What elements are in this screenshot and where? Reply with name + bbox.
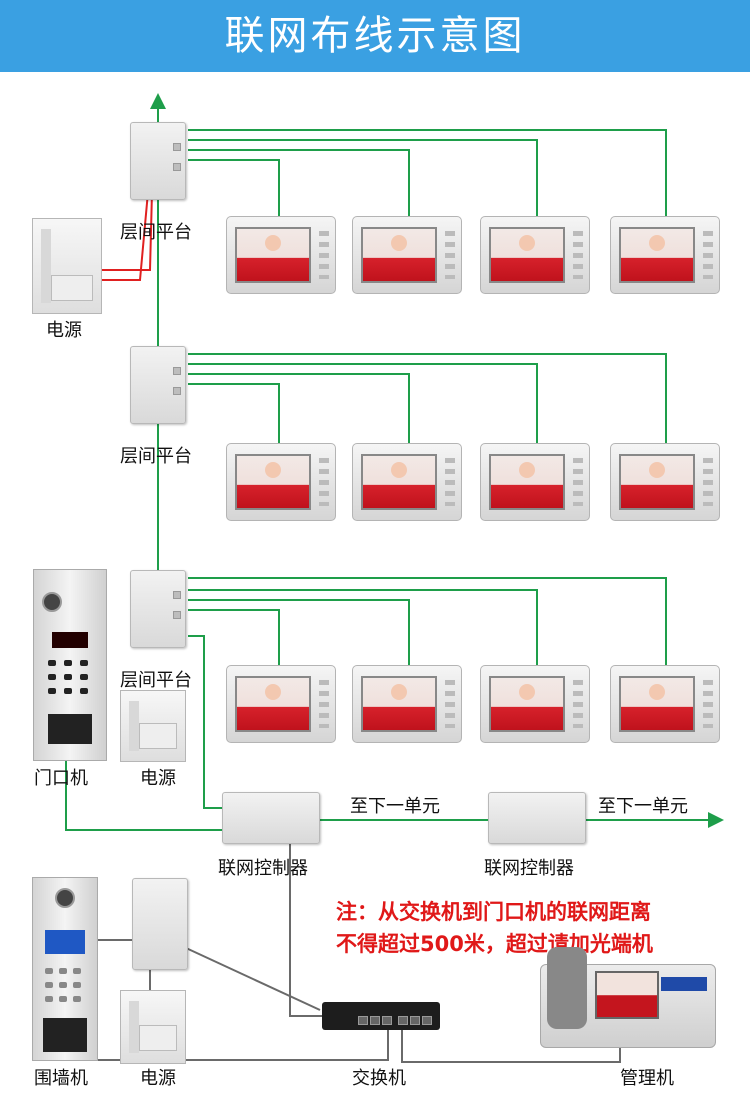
indoor-monitor [480,665,590,743]
wall-station [32,877,98,1061]
network-controller-label-1: 联网控制器 [218,858,308,879]
floor-platform-label-1: 层间平台 [120,222,192,243]
network-controller-1 [222,792,320,844]
power-supply-1 [32,218,102,314]
indoor-monitor [226,216,336,294]
note-line-2: 不得超过500米，超过请加光端机 [336,932,653,956]
floor-platform-label-2: 层间平台 [120,446,192,467]
door-station [33,569,107,761]
power-label-2: 电源 [140,768,176,789]
indoor-monitor [226,443,336,521]
network-controller-label-2: 联网控制器 [484,858,574,879]
switch-label: 交换机 [352,1068,406,1089]
indoor-monitor [352,665,462,743]
indoor-monitor [610,216,720,294]
floor-platform-1 [130,122,186,200]
management-machine [540,947,716,1048]
indoor-monitor [610,665,720,743]
door-station-label: 门口机 [34,768,88,789]
diagram-title: 联网布线示意图 [224,13,526,59]
to-next-unit-label-2: 至下一单元 [598,796,688,817]
floor-platform-4 [132,878,188,970]
indoor-monitor [226,665,336,743]
indoor-monitor [352,216,462,294]
management-label: 管理机 [620,1068,674,1089]
indoor-monitor [352,443,462,521]
floor-platform-label-3: 层间平台 [120,670,192,691]
note-line-1: 注：从交换机到门口机的联网距离 [336,900,651,924]
network-switch [322,1002,440,1030]
floor-platform-3 [130,570,186,648]
power-supply-3 [120,990,186,1064]
indoor-monitor [480,216,590,294]
wall-station-label: 围墙机 [34,1068,88,1089]
network-controller-2 [488,792,586,844]
indoor-monitor [610,443,720,521]
power-supply-2 [120,690,186,762]
power-label-1: 电源 [46,320,82,341]
title-banner: 联网布线示意图 [0,0,750,72]
floor-platform-2 [130,346,186,424]
to-next-unit-label-1: 至下一单元 [350,796,440,817]
power-label-3: 电源 [140,1068,176,1089]
indoor-monitor [480,443,590,521]
